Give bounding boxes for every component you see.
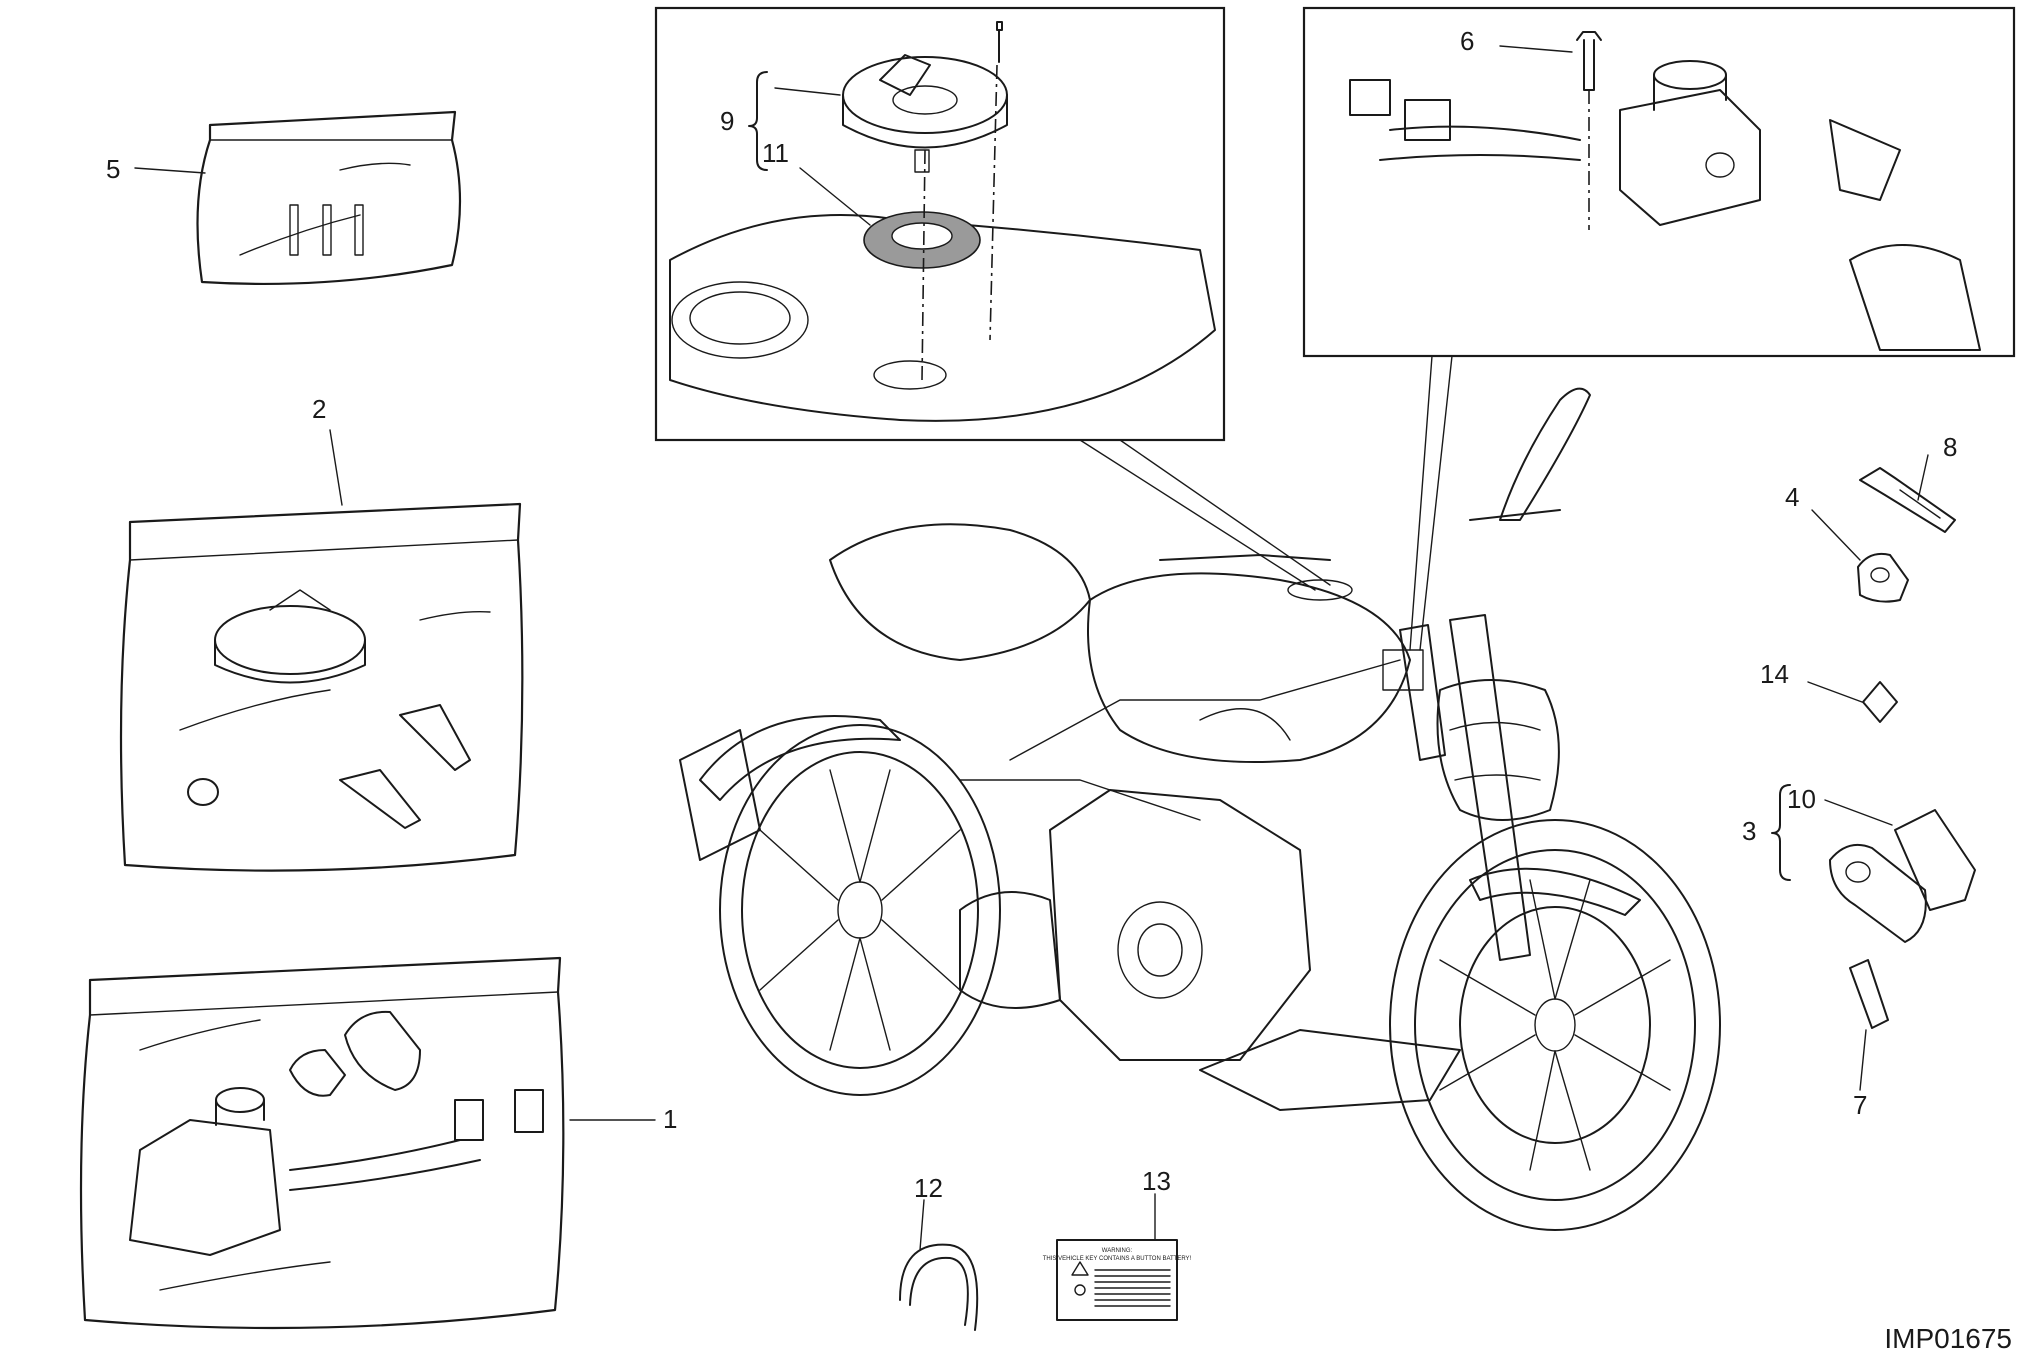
ignition-switch-detail	[1349, 60, 1981, 351]
sticker-title: WARNING:	[1102, 1248, 1133, 1254]
diagram-code: IMP01675	[1884, 1323, 2012, 1354]
fuel-cap-assembly	[842, 54, 1008, 173]
mirror	[1499, 387, 1591, 521]
callout-1: 1	[663, 1104, 677, 1134]
callout-9: 9	[720, 106, 734, 136]
callout-4: 4	[1785, 482, 1799, 512]
callout-14: 14	[1760, 659, 1789, 689]
seat	[829, 523, 1091, 661]
callout-3: 3	[1742, 816, 1756, 846]
key-10	[1829, 809, 1976, 943]
key-cover-4	[1857, 552, 1909, 603]
strap-12	[899, 1243, 979, 1331]
motorcycle-illustration	[679, 387, 1721, 1231]
callout-2: 2	[312, 394, 326, 424]
headlight	[1436, 679, 1560, 821]
fuel-tank	[1087, 572, 1411, 763]
sticker-subtitle: THIS VEHICLE KEY CONTAINS A BUTTON BATTE…	[1043, 1256, 1192, 1262]
callout-8: 8	[1943, 432, 1957, 462]
ignition-detail-frame	[1302, 6, 2016, 358]
fuel-cap-gasket	[863, 211, 981, 269]
bag-2	[119, 502, 524, 872]
rear-wheel	[719, 724, 1001, 1096]
callout-6: 6	[1460, 26, 1474, 56]
callout-11: 11	[762, 138, 789, 168]
key-blade-7	[1849, 959, 1889, 1029]
callout-10: 10	[1787, 784, 1816, 814]
key-8	[1859, 467, 1956, 533]
callout-5: 5	[106, 154, 120, 184]
bag-5	[196, 110, 462, 286]
callout-12: 12	[914, 1173, 943, 1203]
front-wheel	[1389, 819, 1721, 1231]
engine	[1049, 789, 1311, 1061]
bag-1	[79, 956, 565, 1330]
tag-14	[1862, 681, 1898, 723]
callout-13: 13	[1142, 1166, 1171, 1196]
warning-sticker-13: WARNING: THIS VEHICLE KEY CONTAINS A BUT…	[1043, 1239, 1192, 1321]
callout-7: 7	[1853, 1090, 1867, 1120]
